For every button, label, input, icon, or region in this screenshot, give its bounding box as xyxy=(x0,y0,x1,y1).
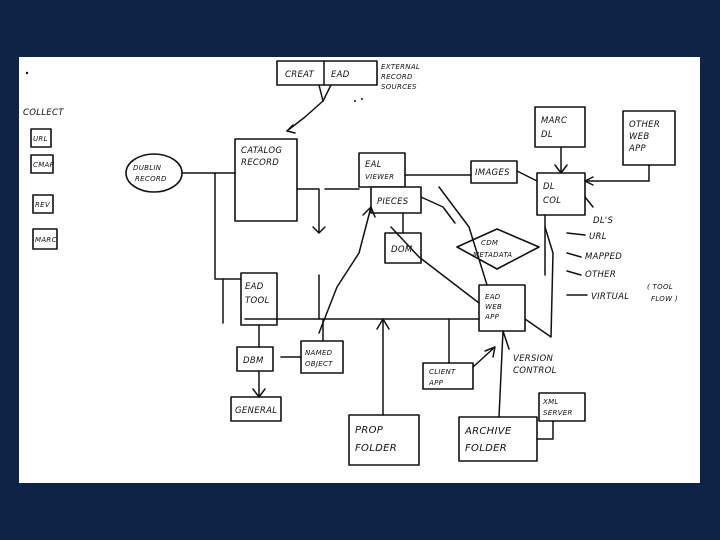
ead-web-app-node: EAD WEB APP xyxy=(478,284,526,332)
svg-text:VIRTUAL: VIRTUAL xyxy=(591,292,629,302)
dom-node: DOM xyxy=(384,232,422,264)
svg-text:APP: APP xyxy=(428,379,444,387)
marc-dl-node: MARC DL xyxy=(534,106,586,148)
svg-text:VIEWER: VIEWER xyxy=(365,173,394,181)
dbm-node: DBM xyxy=(236,346,274,372)
svg-text:SOURCES: SOURCES xyxy=(381,83,417,91)
svg-text:RECORD: RECORD xyxy=(135,175,167,183)
svg-text:TOOL: TOOL xyxy=(245,296,270,306)
svg-text:APP: APP xyxy=(484,313,500,321)
legend-box-rev xyxy=(32,194,54,214)
svg-text:RECORD: RECORD xyxy=(241,158,279,168)
svg-text:CDM: CDM xyxy=(481,239,498,247)
svg-text:CATALOG: CATALOG xyxy=(241,146,282,156)
dl-col-node: DL COL xyxy=(536,172,586,216)
svg-text:ARCHIVE: ARCHIVE xyxy=(464,426,512,437)
creat-label: CREAT xyxy=(285,70,315,80)
svg-text:XML: XML xyxy=(542,398,559,406)
version-control-note: VERSION CONTROL xyxy=(513,354,557,376)
ead-tool-node: EAD TOOL xyxy=(240,272,278,326)
svg-text:URL: URL xyxy=(589,232,607,242)
svg-text:METADATA: METADATA xyxy=(473,251,512,259)
connector-lines xyxy=(181,84,650,440)
pieces-node: PIECES xyxy=(370,186,422,214)
svg-text:OTHER: OTHER xyxy=(629,120,660,130)
legend-box-marc xyxy=(32,228,58,250)
svg-text:DOM: DOM xyxy=(391,245,413,255)
legend-label-url: URL xyxy=(33,135,48,143)
general-node: GENERAL xyxy=(230,396,282,422)
legend-box-cmap xyxy=(30,154,54,174)
svg-text:COL: COL xyxy=(543,196,561,206)
svg-text:PROP: PROP xyxy=(355,425,384,436)
svg-text:EXTERNAL: EXTERNAL xyxy=(381,63,420,71)
svg-text:OTHER: OTHER xyxy=(585,270,616,280)
stray-mark xyxy=(354,100,356,102)
svg-text:( TOOL: ( TOOL xyxy=(647,283,673,291)
svg-text:WEB: WEB xyxy=(485,303,502,311)
architecture-sketch-diagram: COLLECT URL CMAP REV MARC CREAT EAD EXTE… xyxy=(23,60,678,466)
svg-text:EAL: EAL xyxy=(365,160,382,170)
svg-text:VERSION: VERSION xyxy=(513,354,553,364)
svg-text:APP: APP xyxy=(628,144,647,154)
svg-text:CONTROL: CONTROL xyxy=(513,366,557,376)
svg-text:PIECES: PIECES xyxy=(377,197,409,207)
legend-label-marc: MARC xyxy=(35,236,57,244)
xml-server-node: XML SERVER xyxy=(538,392,586,422)
dls-label: DL'S xyxy=(593,216,614,226)
svg-text:DUBLIN: DUBLIN xyxy=(133,164,162,172)
svg-text:DL: DL xyxy=(543,182,555,192)
dublin-record-node: DUBLIN RECORD xyxy=(125,153,183,193)
archive-folder-node: ARCHIVE FOLDER xyxy=(458,416,538,462)
svg-text:FOLDER: FOLDER xyxy=(355,443,397,454)
svg-text:IMAGES: IMAGES xyxy=(475,168,510,178)
client-app-node: CLIENT APP xyxy=(422,362,474,390)
named-object-node: NAMED OBJECT xyxy=(300,340,344,374)
svg-text:SERVER: SERVER xyxy=(543,409,573,417)
legend-title: COLLECT xyxy=(23,108,64,118)
svg-text:FOLDER: FOLDER xyxy=(465,443,507,454)
legend: COLLECT URL CMAP REV MARC xyxy=(23,108,64,250)
stray-mark xyxy=(361,98,363,100)
svg-text:GENERAL: GENERAL xyxy=(235,406,277,416)
svg-text:NAMED: NAMED xyxy=(305,349,333,357)
other-web-app-node: OTHER WEB APP xyxy=(622,110,676,166)
svg-text:DBM: DBM xyxy=(243,356,264,366)
svg-text:WEB: WEB xyxy=(629,132,650,142)
eal-viewer-node: EAL VIEWER xyxy=(358,152,406,188)
svg-text:CLIENT: CLIENT xyxy=(429,368,456,376)
external-record-sources-note: EXTERNAL RECORD SOURCES xyxy=(381,63,420,91)
svg-text:OBJECT: OBJECT xyxy=(305,360,333,368)
creat-ead-box: CREAT EAD xyxy=(276,60,378,86)
prop-folder-node: PROP FOLDER xyxy=(348,414,420,466)
stray-mark xyxy=(25,71,29,75)
legend-label-cmap: CMAP xyxy=(33,161,55,169)
legend-label-rev: REV xyxy=(35,201,51,209)
svg-text:RECORD: RECORD xyxy=(381,73,413,81)
svg-text:EAD: EAD xyxy=(245,282,264,292)
svg-text:FLOW ): FLOW ) xyxy=(651,295,678,303)
svg-text:MARC: MARC xyxy=(541,116,567,126)
images-node: IMAGES xyxy=(470,160,518,184)
scanned-sketch-page: COLLECT URL CMAP REV MARC CREAT EAD EXTE… xyxy=(19,57,700,483)
ead-label: EAD xyxy=(331,70,350,80)
catalog-record-node: CATALOG RECORD xyxy=(234,138,298,222)
cdm-metadata-node: CDM METADATA xyxy=(456,228,540,270)
legend-box-url xyxy=(30,128,52,148)
svg-text:DL: DL xyxy=(541,130,553,140)
dls-outputs: DL'S URL MAPPED OTHER VIRTUAL ( TOOL FLO… xyxy=(585,216,678,303)
svg-text:MAPPED: MAPPED xyxy=(585,252,622,262)
svg-text:EAD: EAD xyxy=(485,293,501,301)
